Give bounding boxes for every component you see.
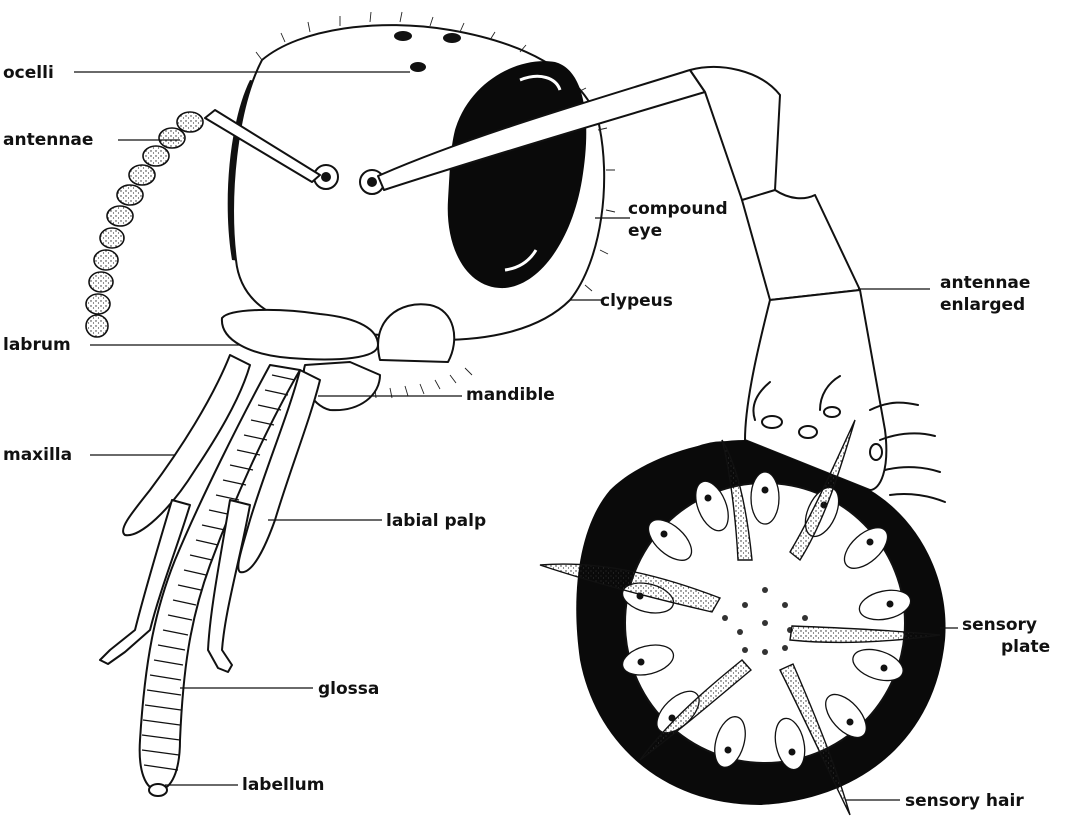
label-compound-eye-2: eye — [628, 221, 662, 241]
sensory-plate — [540, 420, 946, 815]
label-sensory-plate-2: plate — [1001, 637, 1050, 657]
ocellus — [443, 33, 461, 43]
label-antennae-enlarged-2: enlarged — [940, 295, 1025, 315]
label-clypeus: clypeus — [600, 291, 673, 311]
ocellus — [410, 62, 426, 72]
label-labrum: labrum — [3, 335, 71, 355]
label-labial-palp: labial palp — [386, 511, 486, 531]
label-sensory-plate: sensory — [962, 615, 1037, 635]
label-sensory-hair: sensory hair — [905, 791, 1024, 811]
label-glossa: glossa — [318, 679, 379, 699]
label-mandible: mandible — [466, 385, 555, 405]
label-ocelli: ocelli — [3, 63, 54, 83]
label-compound-eye: compound — [628, 199, 728, 219]
ocellus — [394, 31, 412, 41]
label-labellum: labellum — [242, 775, 324, 795]
label-antennae: antennae — [3, 130, 93, 150]
labellum — [149, 784, 167, 796]
label-antennae-enlarged: antennae — [940, 273, 1030, 293]
label-maxilla: maxilla — [3, 445, 72, 465]
mouthparts — [100, 355, 320, 796]
